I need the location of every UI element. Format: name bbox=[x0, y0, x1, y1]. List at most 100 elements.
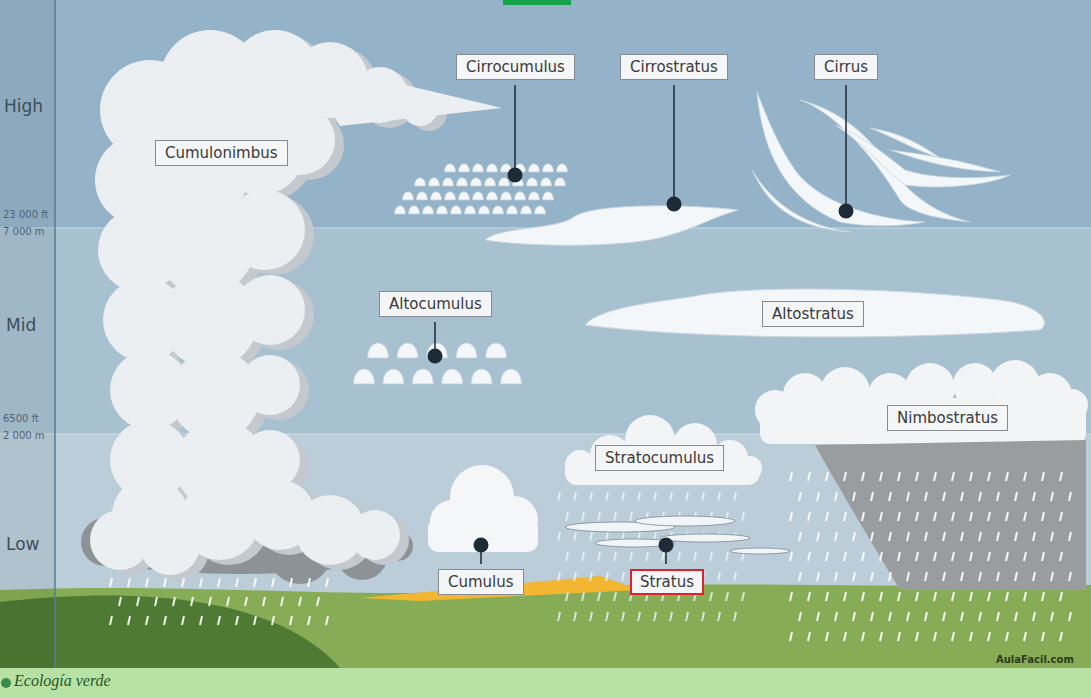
rain-dash bbox=[907, 532, 909, 541]
rain-dash bbox=[853, 572, 855, 581]
rain-dash bbox=[218, 616, 220, 625]
rain-dash bbox=[934, 632, 936, 641]
rain-dash bbox=[1024, 512, 1026, 521]
rain-dash bbox=[979, 492, 981, 501]
rain-dash bbox=[686, 612, 688, 621]
cloud-puff bbox=[140, 515, 200, 575]
rain-dash bbox=[606, 572, 608, 581]
rain-dash bbox=[574, 572, 576, 581]
label-text: Cirrostratus bbox=[630, 58, 718, 76]
cloud-bump bbox=[557, 164, 568, 172]
cloud-puff bbox=[240, 430, 300, 490]
rain-dash bbox=[137, 597, 139, 606]
rain-dash bbox=[862, 512, 864, 521]
rain-dash bbox=[1042, 512, 1044, 521]
rain-dash bbox=[173, 597, 175, 606]
rain-dash bbox=[290, 578, 292, 587]
rain-dash bbox=[844, 552, 846, 561]
cloud-bump bbox=[529, 192, 540, 200]
rain-dash bbox=[622, 572, 624, 581]
label-text: Stratocumulus bbox=[605, 449, 714, 467]
stratus-cloud bbox=[565, 516, 790, 554]
rain-dash bbox=[254, 578, 256, 587]
rain-dash bbox=[790, 632, 792, 641]
cirrus-wisp bbox=[890, 150, 1000, 172]
rain-dash bbox=[630, 512, 632, 521]
rain-dash bbox=[1024, 552, 1026, 561]
rain-dash bbox=[622, 612, 624, 621]
rain-dash bbox=[317, 597, 319, 606]
label-text: Cumulonimbus bbox=[165, 144, 278, 162]
rain-dash bbox=[1006, 592, 1008, 601]
rain-dash bbox=[799, 572, 801, 581]
rain-shower bbox=[110, 578, 328, 625]
cloud-bump bbox=[412, 369, 433, 384]
cloud-bump bbox=[486, 343, 507, 358]
rain-dash bbox=[988, 552, 990, 561]
rain-dash bbox=[826, 632, 828, 641]
label-text: Cirrocumulus bbox=[466, 58, 565, 76]
cloud-bump bbox=[487, 164, 498, 172]
leader-dot bbox=[667, 197, 682, 212]
cirrus-wisp bbox=[752, 170, 850, 232]
rain-dash bbox=[638, 612, 640, 621]
rain-dash bbox=[558, 612, 560, 621]
altitude-band-name: High bbox=[4, 96, 43, 116]
leader-dot bbox=[474, 538, 489, 553]
rain-dash bbox=[952, 552, 954, 561]
cloud-bump bbox=[465, 206, 476, 214]
cloud-puff bbox=[240, 355, 300, 415]
rain-dash bbox=[742, 512, 744, 521]
rain-dash bbox=[916, 632, 918, 641]
rain-dash bbox=[606, 532, 608, 541]
rain-dash bbox=[943, 492, 945, 501]
rain-dash bbox=[1051, 492, 1053, 501]
cloud-label: Cirrostratus bbox=[620, 54, 728, 80]
sky-high-band bbox=[0, 0, 1091, 228]
rain-dash bbox=[988, 592, 990, 601]
rain-dash bbox=[1069, 612, 1071, 621]
rain-dash bbox=[925, 572, 927, 581]
rain-dash bbox=[889, 532, 891, 541]
rain-dash bbox=[254, 616, 256, 625]
cloud-puff bbox=[490, 496, 538, 544]
rain-dash bbox=[110, 578, 112, 587]
rain bbox=[110, 472, 1071, 641]
rain-dash bbox=[943, 532, 945, 541]
stratus-streak bbox=[635, 516, 735, 526]
cloud-bump bbox=[459, 164, 470, 172]
leader-dot bbox=[839, 204, 854, 219]
rain-dash bbox=[200, 578, 202, 587]
rain-dash bbox=[1069, 572, 1071, 581]
cloud-bump bbox=[501, 369, 522, 384]
cloud-bump bbox=[543, 192, 554, 200]
rain-dash bbox=[726, 592, 728, 601]
rain-dash bbox=[862, 552, 864, 561]
rain-dash bbox=[590, 572, 592, 581]
cloud-bump bbox=[471, 369, 492, 384]
leader-line bbox=[845, 85, 847, 211]
cloud-bump bbox=[437, 206, 448, 214]
altitude-value: 7 000 m bbox=[3, 226, 45, 237]
rain-dash bbox=[558, 532, 560, 541]
rain-dash bbox=[826, 592, 828, 601]
rain-dash bbox=[630, 552, 632, 561]
rain-dash bbox=[598, 592, 600, 601]
cloud-label: Cumulonimbus bbox=[155, 140, 288, 166]
rain-dash bbox=[943, 572, 945, 581]
rain-dash bbox=[835, 492, 837, 501]
rain-dash bbox=[817, 612, 819, 621]
rain-dash bbox=[799, 492, 801, 501]
rain-dash bbox=[574, 532, 576, 541]
cloud-puff bbox=[350, 510, 400, 560]
rain-dash bbox=[979, 612, 981, 621]
cloud-bump bbox=[529, 164, 540, 172]
rain-dash bbox=[1006, 512, 1008, 521]
rain-dash bbox=[566, 512, 568, 521]
rain-dash bbox=[952, 472, 954, 481]
rain-dash bbox=[961, 492, 963, 501]
leader-dot bbox=[659, 538, 674, 553]
altitude-value: 6500 ft bbox=[3, 413, 39, 424]
label-text: Nimbostratus bbox=[897, 409, 998, 427]
